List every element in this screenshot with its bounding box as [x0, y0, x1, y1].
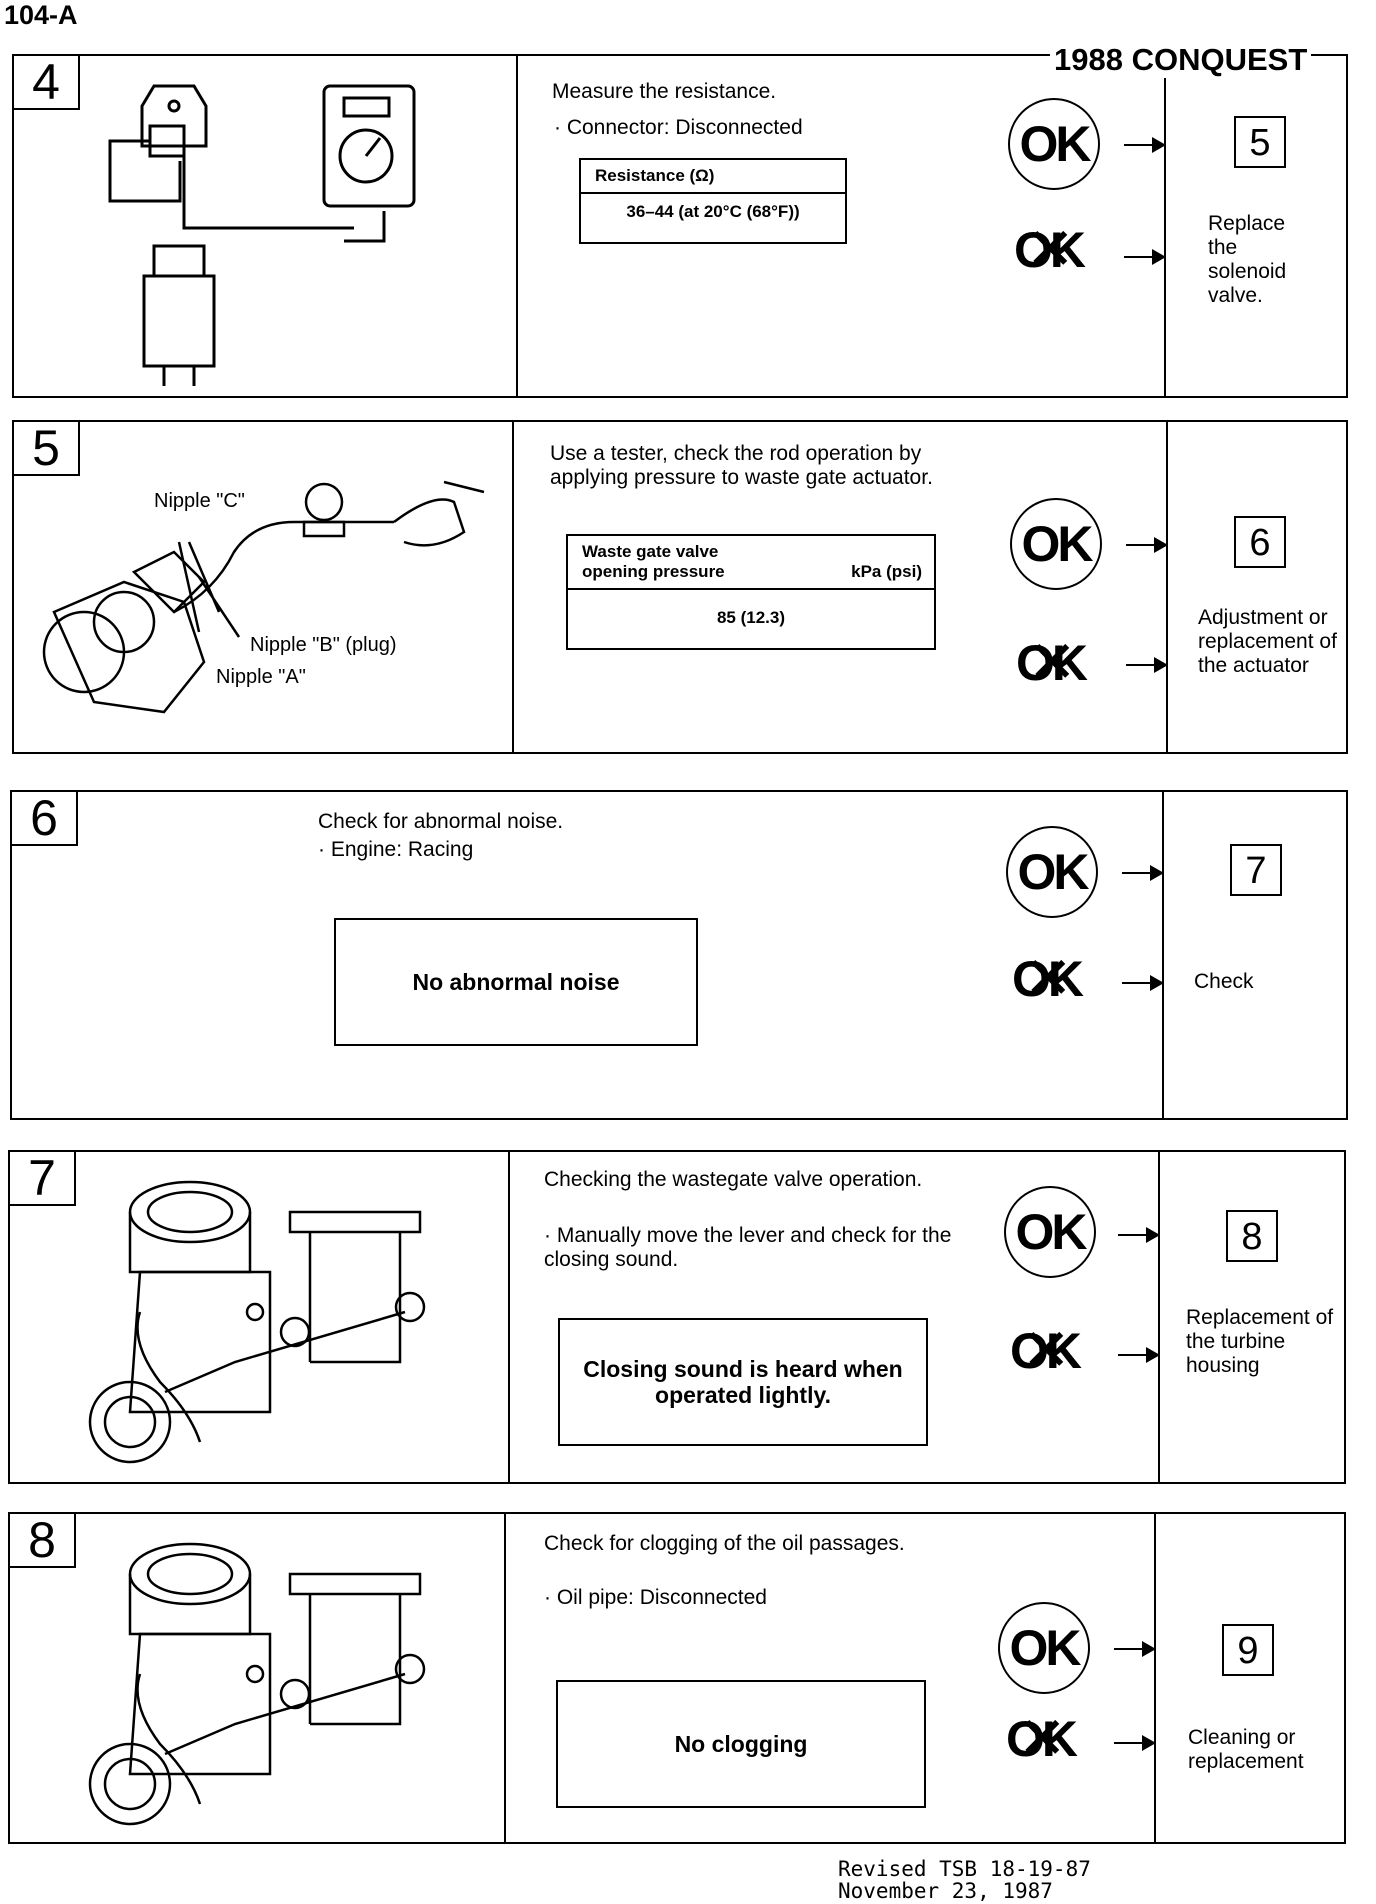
cross-icon: ✕ [1028, 630, 1077, 695]
cross-icon: ✕ [1026, 217, 1075, 282]
ng-label: OK [1012, 951, 1084, 1007]
divider [1164, 56, 1166, 396]
step-number: 5 [14, 422, 80, 476]
instruction-line: · Engine: Racing [318, 838, 474, 861]
ng-result: Replace the solenoid valve. [1208, 212, 1287, 307]
arrow-icon [1118, 1347, 1160, 1363]
model-title: 1988 CONQUEST [1050, 42, 1312, 78]
divider [1166, 422, 1168, 752]
ok-icon: OK [1008, 98, 1100, 190]
instruction-line: · Manually move the lever and check for … [544, 1224, 952, 1271]
cross-icon: ✕ [1022, 1318, 1071, 1383]
criteria-box: Closing sound is heard when operated lig… [558, 1318, 928, 1446]
step-number: 4 [14, 56, 80, 110]
turbocharger-actuator-diagram [42, 480, 485, 714]
step-number: 8 [10, 1514, 76, 1568]
step-number: 6 [12, 792, 78, 846]
divider [504, 1514, 506, 1842]
ok-icon: OK [1010, 498, 1102, 590]
instruction-line: Measure the resistance. [552, 80, 777, 103]
divider [1162, 792, 1164, 1118]
nipple-b-label: Nipple "B" (plug) [250, 634, 397, 656]
divider [516, 56, 518, 396]
instruction-line: · Oil pipe: Disconnected [544, 1586, 767, 1609]
footer-date: November 23, 1987 [838, 1879, 1053, 1903]
spec-header-line: Waste gate valve [582, 542, 719, 561]
arrow-icon [1126, 537, 1168, 553]
not-ok-icon: OK✕ [1014, 217, 1086, 282]
instruction-line: Use a tester, check the rod operation by… [550, 442, 933, 489]
arrow-icon [1122, 975, 1164, 991]
spec-table: Resistance (Ω) 36–44 (at 20°C (68°F)) [579, 158, 847, 244]
next-step-box: 6 [1234, 516, 1286, 568]
ok-icon: OK [1006, 826, 1098, 918]
not-ok-icon: OK✕ [1006, 1706, 1078, 1771]
arrow-icon [1118, 1227, 1160, 1243]
ng-label: OK [1010, 1323, 1082, 1379]
instruction-line: Check for clogging of the oil passages. [544, 1532, 905, 1555]
nipple-c-label: Nipple "C" [154, 490, 245, 512]
arrow-icon [1126, 657, 1168, 673]
spec-header: Resistance (Ω) [581, 160, 845, 194]
criteria-box: No clogging [556, 1680, 926, 1808]
arrow-icon [1114, 1641, 1156, 1657]
turbocharger-oil-pipe-diagram [88, 1542, 426, 1826]
criteria-box: No abnormal noise [334, 918, 698, 1046]
cross-icon: ✕ [1024, 946, 1073, 1011]
ok-icon: OK [998, 1602, 1090, 1694]
next-step-box: 9 [1222, 1624, 1274, 1676]
cross-icon: ✕ [1018, 1706, 1067, 1771]
next-step-box: 7 [1230, 844, 1282, 896]
ng-result: Adjustment or replacement of the actuato… [1198, 606, 1337, 677]
ng-result: Replacement of the turbine housing [1186, 1306, 1334, 1377]
spec-value: 36–44 (at 20°C (68°F)) [626, 202, 800, 221]
footer-revision: Revised TSB 18-19-87 [838, 1857, 1091, 1881]
arrow-icon [1122, 865, 1164, 881]
arrow-icon [1124, 249, 1166, 265]
step-7-panel: 7 Checking the wastegate valve operation… [8, 1150, 1346, 1484]
step-8-panel: 8 Check for clogging of the oil passages… [8, 1512, 1346, 1844]
next-step-box: 8 [1226, 1210, 1278, 1262]
instruction-line: Checking the wastegate valve operation. [544, 1168, 923, 1191]
step-5-panel: 5 Nipple "C" Nipple "B" (plug) Nipple "A… [12, 420, 1348, 754]
not-ok-icon: OK✕ [1010, 1318, 1082, 1383]
spec-value: 85 (12.3) [716, 608, 786, 627]
nipple-a-label: Nipple "A" [216, 666, 306, 688]
step-4-panel: 4 Measure the resistance. · Connector: D… [12, 54, 1348, 398]
spec-unit: kPa (psi) [851, 562, 922, 581]
spec-header-line: opening pressure [582, 562, 725, 581]
step-6-panel: 6 Check for abnormal noise. · Engine: Ra… [10, 790, 1348, 1120]
spec-table: Waste gate valve opening pressure kPa (p… [566, 534, 936, 650]
spec-header: Waste gate valve opening pressure kPa (p… [568, 536, 934, 590]
page-id: 104-A [4, 0, 78, 30]
ng-result: Check [1194, 970, 1254, 993]
step-number: 7 [10, 1152, 76, 1206]
not-ok-icon: OK✕ [1016, 630, 1088, 695]
divider [512, 422, 514, 752]
divider [1158, 1152, 1160, 1482]
instruction-line: Check for abnormal noise. [318, 810, 564, 833]
next-step-box: 5 [1234, 116, 1286, 168]
divider [1154, 1514, 1156, 1842]
multimeter-diagram [108, 84, 416, 386]
arrow-icon [1114, 1735, 1156, 1751]
ng-label: OK [1016, 635, 1088, 691]
ng-label: OK [1006, 1711, 1078, 1767]
divider [508, 1152, 510, 1482]
not-ok-icon: OK✕ [1012, 946, 1084, 1011]
ng-label: OK [1014, 222, 1086, 278]
turbocharger-lever-diagram [88, 1180, 426, 1464]
ng-result: Cleaning or replacement [1188, 1726, 1304, 1773]
arrow-icon [1124, 137, 1166, 153]
instruction-line: · Connector: Disconnected [554, 116, 803, 139]
ok-icon: OK [1004, 1186, 1096, 1278]
